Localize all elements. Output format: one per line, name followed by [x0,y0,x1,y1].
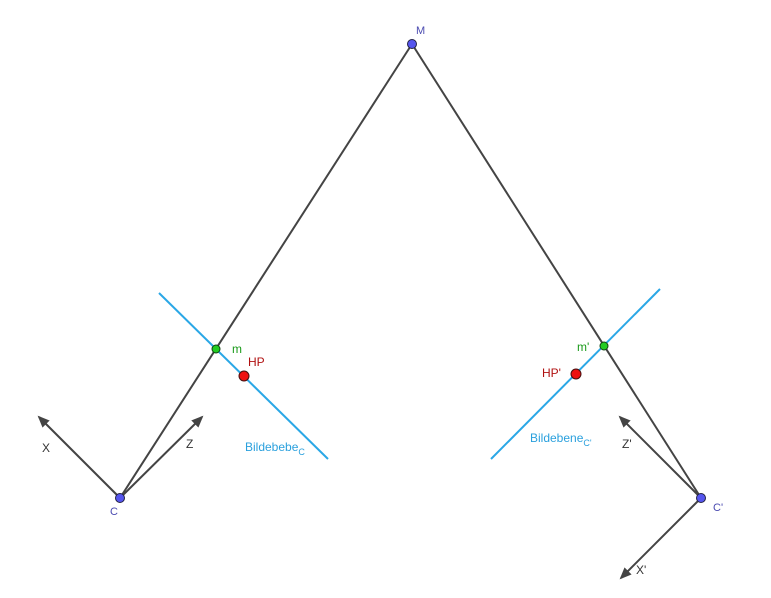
point-hp[interactable] [238,370,250,382]
label-image-plane-left: BildebebeC [245,440,305,457]
point-hp-prime[interactable] [570,368,582,380]
label-m-world: M [416,25,425,37]
label-m-prime-image: m' [577,340,589,354]
label-image-plane-left-subscript: C [298,447,305,457]
label-axis-z-prime: Z' [622,437,632,451]
label-axis-z: Z [186,437,193,451]
ray-c-to-m [119,43,413,499]
label-axis-x-prime: X' [636,563,646,577]
point-c-prime[interactable] [696,493,706,503]
axis-x-arrow [37,415,121,499]
point-m-world[interactable] [407,39,417,49]
axis-z-arrow [119,415,204,499]
axis-x-prime-arrow [619,497,702,580]
label-m-image: m [232,342,242,356]
label-hp: HP [248,355,265,369]
label-c-prime: C' [713,502,723,514]
ray-c-prime-to-m [411,43,702,499]
axis-z-prime-arrow [618,415,702,499]
label-image-plane-right-subscript: C' [583,438,591,448]
label-c: C [110,506,118,518]
point-m-image[interactable] [211,344,221,354]
label-hp-prime: HP' [542,366,561,380]
point-m-prime-image[interactable] [599,341,609,351]
label-image-plane-right: BildebeneC' [530,431,592,448]
label-axis-x: X [42,441,50,455]
point-c[interactable] [115,493,125,503]
